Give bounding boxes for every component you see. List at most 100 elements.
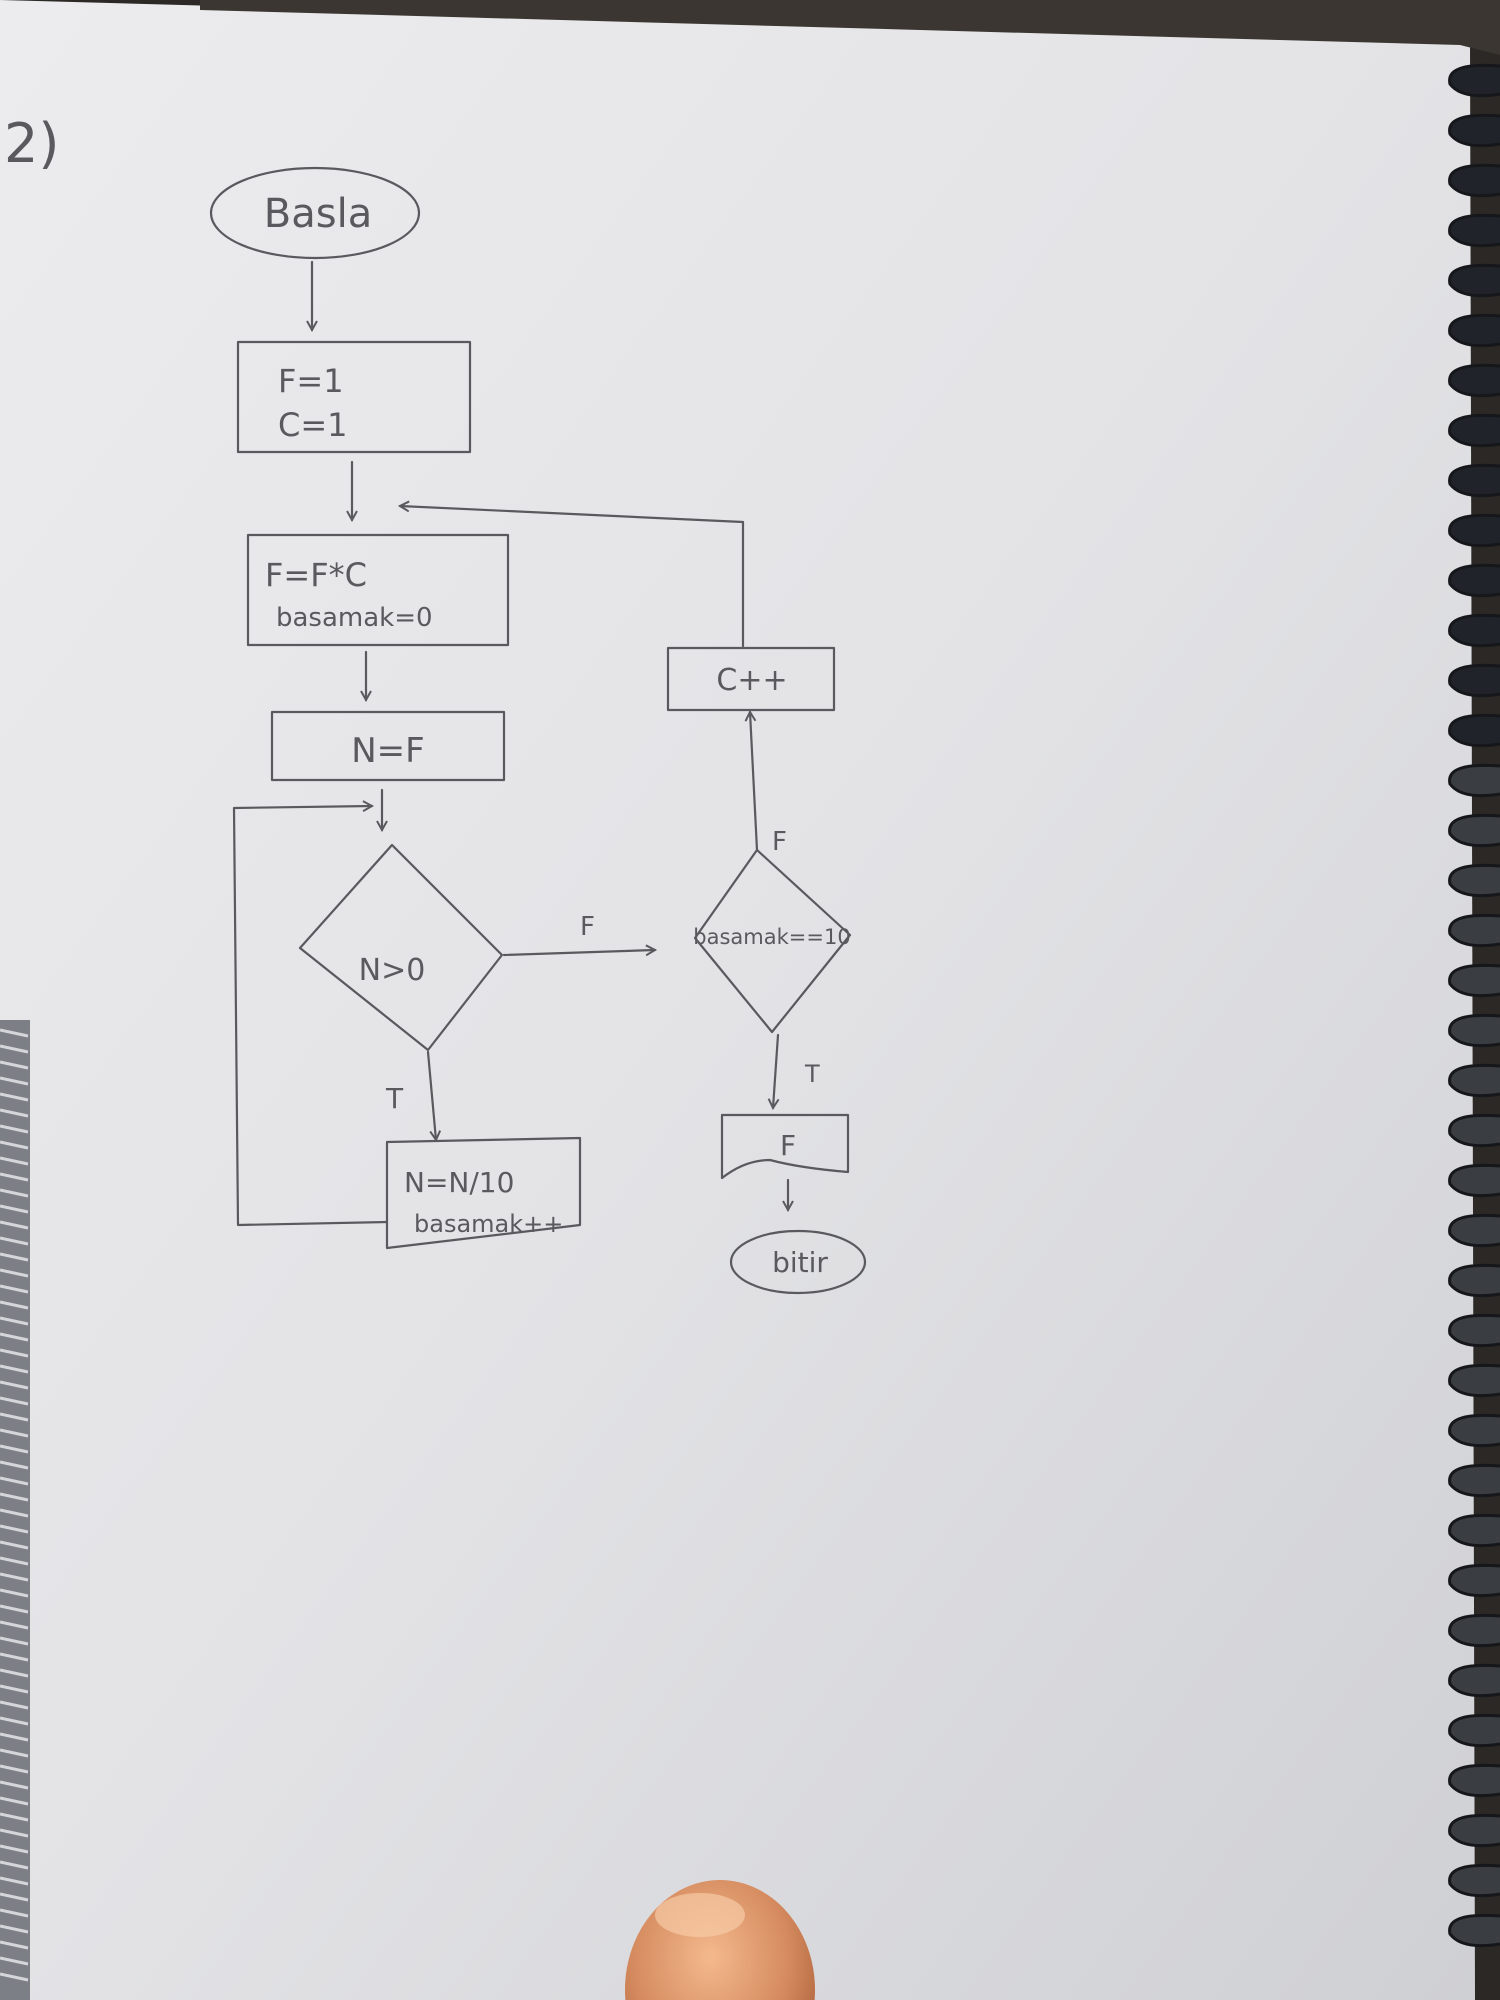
label-n-false: F <box>580 912 595 942</box>
binding-tooth <box>0 1364 29 1374</box>
init-process <box>236 340 472 454</box>
binding-tooth <box>0 1028 29 1038</box>
spiral-loop <box>1448 113 1500 148</box>
spiral-loop <box>1448 313 1500 348</box>
binding-tooth <box>0 1108 29 1118</box>
binding-tooth <box>0 1412 29 1422</box>
binding-tooth <box>0 1380 29 1390</box>
spiral-loop <box>1448 963 1500 998</box>
decision-n-label: N>0 <box>359 953 426 988</box>
binding-tooth <box>0 1252 29 1262</box>
binding-tooth <box>0 1316 29 1326</box>
divide-line-1: N=N/10 <box>404 1166 514 1199</box>
binding-tooth <box>0 1476 29 1486</box>
page-shadow-top <box>200 0 1500 55</box>
binding-tooth <box>0 1604 29 1614</box>
binding-tooth <box>0 1444 29 1454</box>
binding-tooth <box>0 1284 29 1294</box>
spiral-loop <box>1448 1263 1500 1298</box>
spiral-loop <box>1448 1113 1500 1148</box>
binding-tooth <box>0 1092 29 1102</box>
spiral-loop <box>1448 1513 1500 1548</box>
binding-tooth <box>0 1924 29 1934</box>
binding-tooth <box>0 1508 29 1518</box>
binding-tooth <box>0 1428 29 1438</box>
spiral-loop <box>1448 1613 1500 1648</box>
binding-tooth <box>0 1044 29 1054</box>
arrow-n-false <box>502 950 655 955</box>
spiral-loop <box>1448 1563 1500 1598</box>
spiral-loop <box>1448 463 1500 498</box>
binding-tooth <box>0 1268 29 1278</box>
output-label: F <box>780 1129 796 1162</box>
end-terminal <box>729 1229 867 1295</box>
init-line-2: C=1 <box>278 406 348 444</box>
spiral-loop <box>1448 613 1500 648</box>
binding-tooth <box>0 1124 29 1134</box>
binding-tooth <box>0 1956 29 1966</box>
spiral-loop <box>1448 1063 1500 1098</box>
assign-n-process <box>270 710 506 782</box>
compute-process <box>246 533 510 647</box>
spiral-loop <box>1448 1463 1500 1498</box>
binding-tooth <box>0 1204 29 1214</box>
binding-tooth <box>0 1492 29 1502</box>
arrow-digits-false <box>750 712 759 852</box>
binding-tooth <box>0 1876 29 1886</box>
binding-tooth <box>0 1684 29 1694</box>
compute-line-2: basamak=0 <box>276 603 433 633</box>
spiral-loop <box>1448 263 1500 298</box>
spiral-loop <box>1448 1163 1500 1198</box>
binding-tooth <box>0 1940 29 1950</box>
binding-tooth <box>0 1396 29 1406</box>
binding-tooth <box>0 1796 29 1806</box>
binding-tooth <box>0 1172 29 1182</box>
spiral-loop <box>1448 163 1500 198</box>
binding-tooth <box>0 1700 29 1710</box>
binding-tooth <box>0 1892 29 1902</box>
binding-tooth <box>0 1572 29 1582</box>
page-number: 2) <box>4 112 59 175</box>
binding-tooth <box>0 1748 29 1758</box>
spiral-loop <box>1448 713 1500 748</box>
label-digits-false: F <box>772 827 787 857</box>
binding-tooth <box>0 1220 29 1230</box>
binding-tooth <box>0 1652 29 1662</box>
binding-tooth <box>0 1076 29 1086</box>
spiral-loop <box>1448 563 1500 598</box>
decision-digits <box>693 848 852 1034</box>
binding-tooth <box>0 1636 29 1646</box>
loop-back-line <box>400 506 745 648</box>
spiral-loop <box>1448 363 1500 398</box>
binding-tooth <box>0 1236 29 1246</box>
decision-n-positive <box>298 843 504 1052</box>
binding-tooth <box>0 1860 29 1870</box>
arrow-digits-true <box>773 1033 778 1108</box>
spiral-loop <box>1448 1413 1500 1448</box>
spiral-loop <box>1448 663 1500 698</box>
spiral-loop <box>1448 513 1500 548</box>
binding-tooth <box>0 1460 29 1470</box>
thumb-nail-highlight <box>655 1893 745 1937</box>
divide-line-2: basamak++ <box>414 1210 563 1238</box>
spiral-loop <box>1448 1913 1500 1948</box>
spiral-loop <box>1448 63 1500 98</box>
end-label: bitir <box>772 1246 828 1279</box>
spiral-binding <box>1448 63 1500 1948</box>
binding-tooth <box>0 1620 29 1630</box>
spiral-loop <box>1448 1863 1500 1898</box>
binding-tooth <box>0 1732 29 1742</box>
spiral-loop <box>1448 1213 1500 1248</box>
inner-loop-line <box>232 806 389 1227</box>
decision-digits-label: basamak==10 <box>693 925 850 949</box>
binding-tooth <box>0 1540 29 1550</box>
start-terminal <box>209 166 421 260</box>
binding-tooth <box>0 1524 29 1534</box>
spiral-loop <box>1448 213 1500 248</box>
start-label: Basla <box>264 191 372 237</box>
binding-tooth <box>0 1588 29 1598</box>
binding-tooth <box>0 1188 29 1198</box>
